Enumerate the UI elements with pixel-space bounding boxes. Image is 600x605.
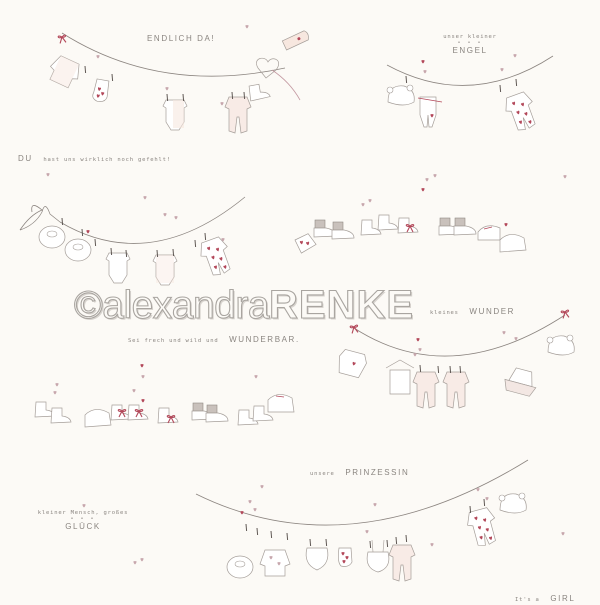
text-girl: GIRL [550, 594, 576, 603]
text-glueck-pre: kleiner Mensch, großes [37, 510, 129, 516]
text-prinzessin: unsere PRINZESSIN [310, 460, 409, 479]
text-engel: ENGEL [452, 46, 488, 55]
text-du-hast: DU hast uns wirklich noch gefehlt! [18, 146, 171, 165]
text-wunderbar: Sei frech und wild und WUNDERBAR. [128, 327, 300, 346]
text-engel-group: unser kleiner • • • ENGEL [425, 34, 515, 55]
clothesline-wunderbar [19, 172, 246, 286]
watermark-light: alexandra [102, 283, 270, 327]
text-endlich-da: ENDLICH DA! [147, 34, 216, 43]
clothesline-engel [386, 53, 554, 134]
text-wunder-pre: kleines [430, 310, 459, 316]
text-wunderbar-pre: Sei frech und wild und [128, 338, 219, 344]
clothesline-kleines-wunder [338, 309, 575, 409]
text-its-a-girl: It's a GIRL [515, 586, 575, 605]
text-glueck: GLÜCK [65, 522, 101, 531]
watermark-copyright-symbol: © [73, 283, 103, 327]
booties-row-top [294, 173, 567, 254]
text-wunderbar-word: WUNDERBAR. [229, 335, 300, 344]
text-prinzessin-pre: unsere [310, 471, 335, 477]
clothesline-endlich-da [45, 24, 309, 134]
text-girl-pre: It's a [515, 597, 540, 603]
clothesline-prinzessin [82, 459, 565, 582]
text-wunder: WUNDER [469, 307, 516, 316]
text-prinzessin-word: PRINZESSIN [345, 468, 410, 477]
text-engel-dots: • • • [457, 40, 483, 46]
text-du-hast-bold: DU [18, 154, 33, 163]
booties-row-bottom [34, 363, 295, 428]
watermark-bold: RENKE [268, 282, 415, 327]
watermark-logo: ©alexandraRENKE [73, 282, 415, 328]
text-glueck-dots: • • • [70, 516, 96, 522]
text-du-hast-rest: hast uns wirklich noch gefehlt! [43, 157, 171, 163]
text-kleines-wunder: kleines WUNDER [430, 299, 515, 318]
text-engel-pre: unser kleiner [443, 34, 497, 40]
text-glueck-group: kleiner Mensch, großes • • • GLÜCK [28, 510, 138, 531]
